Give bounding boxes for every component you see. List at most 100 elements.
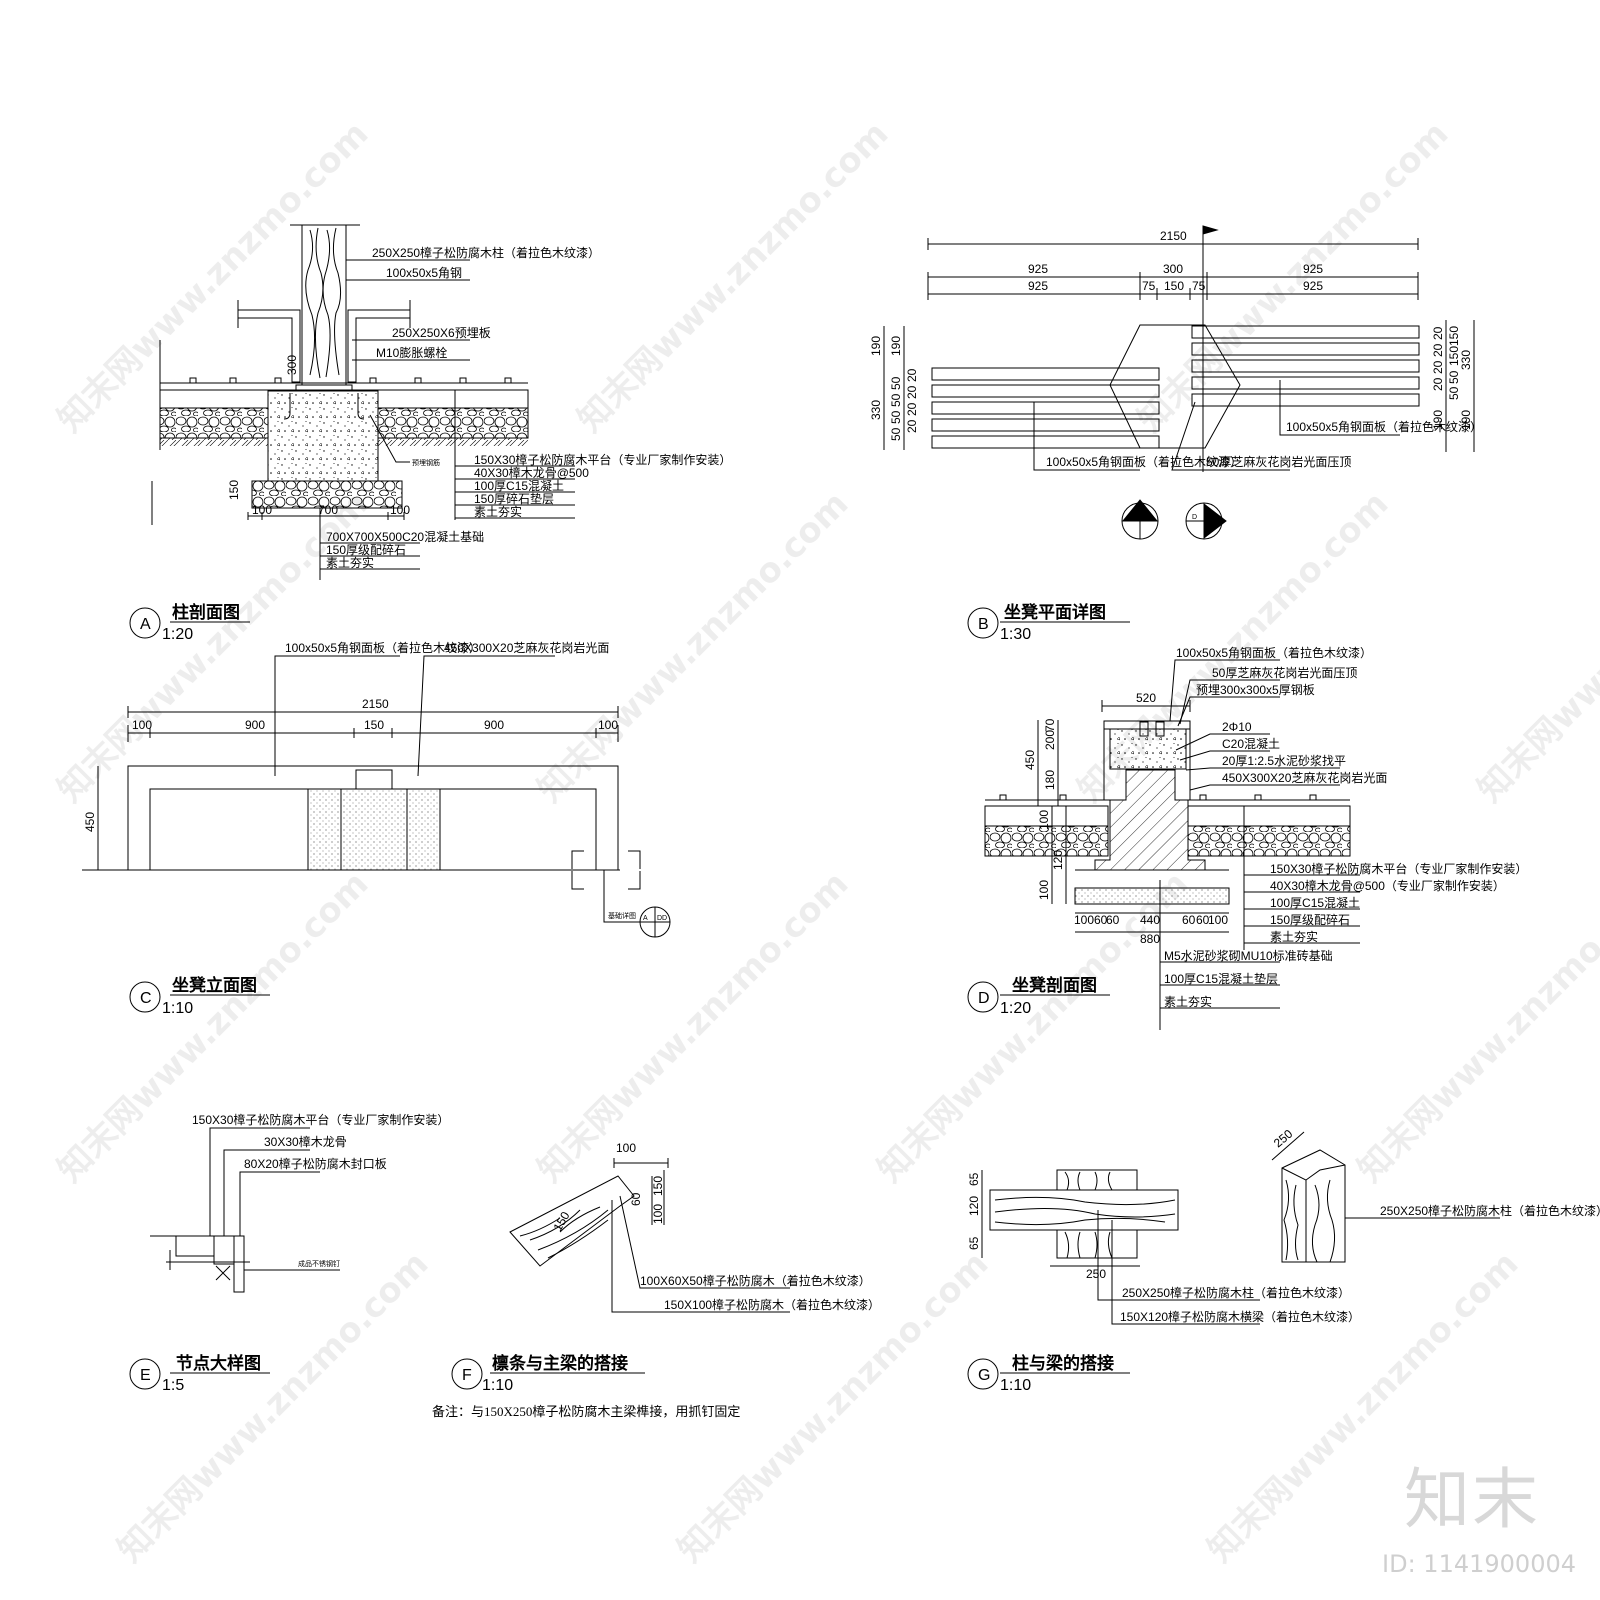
ref-c-label: A (643, 915, 648, 922)
dim-d-1: 450 (1023, 750, 1037, 770)
scale-c: 1:10 (162, 1000, 193, 1017)
dim-b-l6: 50 (889, 427, 903, 441)
dim-b-l3: 50 (889, 376, 903, 390)
note-d-10: 150厚级配碎石 (1270, 912, 1350, 927)
note-g-0: 250X250樟子松防腐木柱（着拉色木纹漆） (1122, 1285, 1350, 1300)
scale-b: 1:30 (1000, 626, 1031, 643)
note-d-1: 50厚芝麻灰花岗岩光面压顶 (1212, 665, 1357, 680)
dim-b-l9: 20 (905, 402, 919, 416)
note-b-2: 100x50x5角钢面板（着拉色木纹漆） (1286, 419, 1482, 434)
note-f-1: 150X100樟子松防腐木（着拉色木纹漆） (664, 1297, 880, 1312)
note-a-6: 40X30樟木龙骨@500 (474, 465, 589, 480)
deck-clips (189, 377, 512, 383)
note-d-8: 40X30樟木龙骨@500（专业厂家制作安装） (1270, 878, 1505, 893)
title-a: 柱剖面图 (172, 602, 240, 622)
marker-f: F (462, 1367, 472, 1384)
dim-b-r1: 20 (1431, 343, 1445, 357)
detail-d-drawing (984, 659, 1360, 1030)
dim-c-4: 900 (484, 718, 504, 732)
dim-b-l4: 50 (889, 393, 903, 407)
note-d-13: 100厚C15混凝土垫层 (1164, 971, 1278, 986)
dim-c-5: 100 (598, 718, 618, 732)
dim-d-7: 120 (1051, 850, 1065, 870)
note-g-1: 150X120樟子松防腐木横梁（着拉色木纹漆） (1120, 1309, 1360, 1324)
note-c-0: 100x50x5角钢面板（着拉色木纹漆） (285, 640, 481, 655)
note-d-4: C20混凝土 (1222, 736, 1280, 751)
section-c-ref: DD (1142, 514, 1152, 521)
dim-b-7: 75 (1192, 279, 1206, 293)
note-d-0: 100x50x5角钢面板（着拉色木纹漆） (1176, 645, 1372, 660)
marker-d: D (978, 990, 990, 1007)
dim-b-r9: 190 (1431, 410, 1445, 430)
detail-b-drawing (883, 225, 1475, 540)
scale-f: 1:10 (482, 1377, 513, 1394)
note-d-14: 素土夯实 (1164, 994, 1212, 1009)
dim-f-3: 60 (629, 1192, 643, 1206)
note-d-3: 2Φ10 (1222, 720, 1252, 734)
note-c-1: 450X300X20芝麻灰花岗岩光面 (444, 640, 609, 655)
dim-b-1: 925 (1028, 262, 1048, 276)
detail-c-text: 2150 100 900 150 900 100 450 100x50x5角钢面… (83, 640, 667, 1017)
scale-a: 1:20 (162, 626, 193, 643)
title-c: 坐凳立面图 (172, 975, 257, 995)
dim-d-4: 180 (1043, 770, 1057, 790)
dim-b-l8: 20 (905, 385, 919, 399)
dim-b-r8: 330 (1459, 350, 1473, 370)
note-d-12: M5水泥砂浆砌MU10标准砖基础 (1164, 948, 1333, 963)
note-d-6: 450X300X20芝麻灰花岗岩光面 (1222, 770, 1387, 785)
title-f: 檩条与主梁的搭接 (492, 1353, 628, 1373)
dim-b-r7: 50 (1447, 386, 1461, 400)
dim-b-r10: 190 (1459, 410, 1473, 430)
dim-g-1: 120 (967, 1196, 981, 1216)
dim-a-2: 100 (252, 503, 272, 517)
image-id-label: ID: 1141900004 (1382, 1550, 1576, 1578)
dim-b-l5: 50 (889, 410, 903, 424)
note-d-5: 20厚1:2.5水泥砂浆找平 (1222, 753, 1346, 768)
note-e-2: 80X20樟子松防腐木封口板 (244, 1156, 387, 1171)
dim-d-8: 100 (1074, 913, 1094, 927)
note-a-3: M10膨胀螺栓 (376, 345, 447, 360)
dim-d-0: 520 (1136, 691, 1156, 705)
marker-a: A (140, 616, 151, 633)
dim-d-3: 70 (1043, 718, 1057, 732)
detail-f-text: 100 150 100 60 150 100X60X50樟子松防腐木（着拉色木纹… (432, 1141, 880, 1419)
title-b: 坐凳平面详图 (1004, 602, 1106, 622)
dim-b-l10: 20 (905, 419, 919, 433)
note-a-5: 150X30樟子松防腐木平台（专业厂家制作安装） (474, 452, 731, 467)
note-a-12: 素土夯实 (326, 555, 374, 570)
dim-b-l0: 190 (869, 336, 883, 356)
note-d-7: 150X30樟子松防腐木平台（专业厂家制作安装） (1270, 861, 1527, 876)
dim-d-13: 60 (1196, 913, 1210, 927)
dim-d-5: 100 (1037, 810, 1051, 830)
section-d-label: D (1192, 514, 1197, 521)
marker-c: C (140, 990, 152, 1007)
remark-f: 备注：与150X250樟子松防腐木主梁榫接，用抓钉固定 (432, 1404, 740, 1419)
marker-b: B (978, 616, 989, 633)
dim-a-3: 700 (318, 503, 338, 517)
dim-g-3: 250 (1086, 1267, 1106, 1281)
dim-b-5: 75 (1142, 279, 1156, 293)
note-e-0: 150X30樟子松防腐木平台（专业厂家制作安装） (192, 1112, 449, 1127)
scale-g: 1:10 (1000, 1377, 1031, 1394)
note-e-1: 30X30樟木龙骨 (264, 1134, 347, 1149)
dim-b-4: 300 (1163, 262, 1183, 276)
dim-b-6: 150 (1164, 279, 1184, 293)
detail-a-text: 300 150 100 700 100 250X250樟子松防腐木柱（着拉色木纹… (140, 245, 731, 643)
dim-b-2: 925 (1028, 279, 1048, 293)
dim-d-12: 60 (1182, 913, 1196, 927)
note-a-1: 100x50x5角钢 (386, 266, 462, 280)
note-d-11: 素土夯实 (1270, 929, 1318, 944)
note-d-2: 预埋300x300x5厚钢板 (1196, 683, 1315, 697)
scale-d: 1:20 (1000, 1000, 1031, 1017)
dim-c-6: 450 (83, 812, 97, 832)
dim-g-2: 65 (967, 1236, 981, 1250)
note-a-10: 700X700X500C20混凝土基础 (326, 529, 484, 544)
note-a-4: 预埋钢筋 (412, 458, 440, 467)
dim-b-0: 2150 (1160, 229, 1187, 243)
dim-g-0: 65 (967, 1172, 981, 1186)
dim-f-1: 150 (651, 1176, 665, 1196)
dim-d-10: 60 (1106, 913, 1120, 927)
detail-b-text: 2150 925 925 925 300 75 150 75 925 190 1… (869, 229, 1482, 643)
dim-b-l2: 330 (869, 400, 883, 420)
